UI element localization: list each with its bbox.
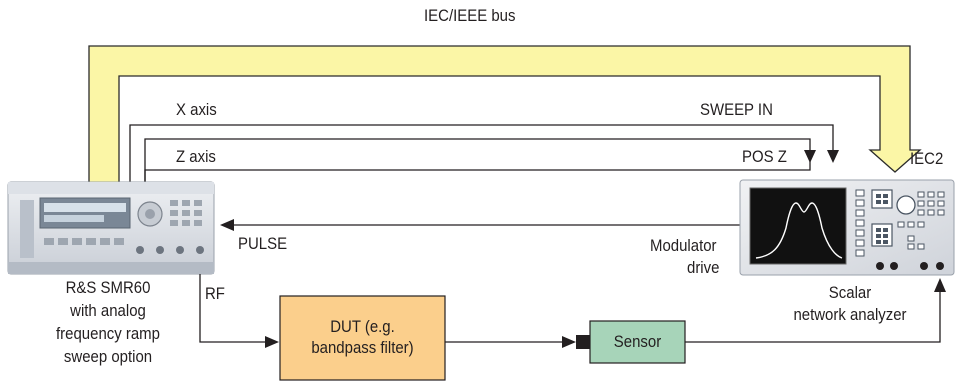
- network-analyzer-device: [739, 179, 955, 276]
- bus-label: IEC/IEEE bus: [424, 6, 516, 25]
- sensor-analyzer-connection: [685, 292, 941, 343]
- generator-caption: R&S SMR60 with analog frequency ramp swe…: [28, 276, 188, 368]
- sensor-input-arrowhead: [934, 278, 946, 292]
- dut-box: [279, 295, 446, 381]
- modulator-drive-label-2: drive: [687, 258, 720, 277]
- z-axis-connection: [144, 153, 811, 183]
- sensor-label: Sensor: [613, 332, 662, 351]
- x-axis-label: X axis: [176, 100, 217, 119]
- pulse-arrowhead: [220, 219, 234, 231]
- rf-arrowhead: [265, 336, 279, 348]
- modulator-drive-label-1: Modulator: [650, 236, 717, 255]
- iec-bus-arrow: [88, 45, 922, 184]
- z-axis-line-top: [144, 138, 811, 183]
- analyzer-caption: Scalar network analyzer: [760, 282, 940, 326]
- sensor-head-icon: [576, 335, 590, 349]
- z-axis-label: Z axis: [176, 147, 216, 166]
- sensor-box: [589, 320, 686, 364]
- dut-label-line: bandpass filter): [311, 338, 414, 357]
- generator-caption-line: R&S SMR60: [65, 278, 151, 297]
- rf-label: RF: [205, 284, 225, 303]
- generator-caption-line: sweep option: [63, 347, 153, 366]
- generator-caption-line: with analog: [70, 301, 146, 320]
- sweep-in-label: SWEEP IN: [700, 100, 773, 119]
- pulse-label: PULSE: [238, 234, 288, 253]
- dut-sensor-arrowhead: [562, 336, 576, 348]
- dut-label: DUT (e.g. bandpass filter): [280, 316, 445, 358]
- dut-label-line: DUT (e.g.: [330, 317, 395, 336]
- analyzer-caption-line: network analyzer: [793, 305, 907, 324]
- pos-z-arrowhead: [804, 150, 816, 163]
- x-axis-connection: [129, 124, 834, 183]
- analyzer-caption-line: Scalar: [828, 283, 872, 302]
- generator-caption-line: frequency ramp: [56, 324, 160, 343]
- pos-z-label: POS Z: [742, 147, 787, 166]
- signal-generator-device: [7, 181, 215, 275]
- rf-connection: [199, 274, 266, 343]
- sweep-in-arrowhead: [827, 150, 839, 163]
- iec2-label: IEC2: [910, 149, 944, 168]
